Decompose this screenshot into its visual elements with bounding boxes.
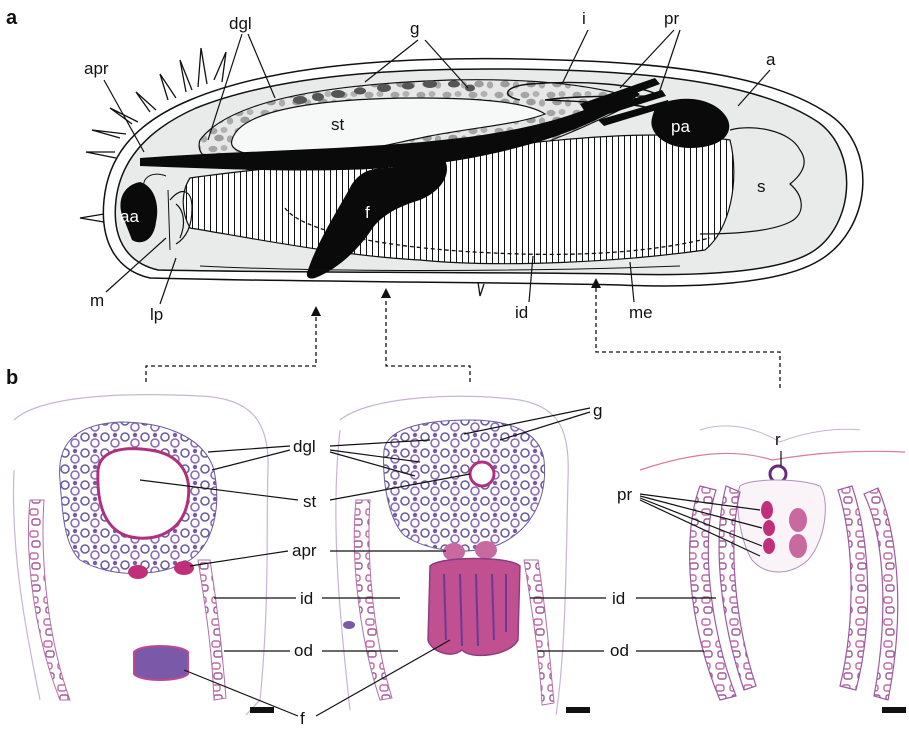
scale-bar-2 xyxy=(566,707,590,713)
section-markers xyxy=(146,278,780,388)
label-b-pr: pr xyxy=(617,485,632,504)
label-s: s xyxy=(757,177,766,196)
label-pa: pa xyxy=(671,117,690,136)
label-b-od-2: od xyxy=(610,641,629,660)
panel-b: b xyxy=(6,367,906,728)
scale-bar-1 xyxy=(250,707,274,713)
scale-bar-3 xyxy=(882,707,906,713)
label-b-id: id xyxy=(300,589,313,608)
label-b-st: st xyxy=(303,492,317,511)
label-g: g xyxy=(410,19,419,38)
label-b-g: g xyxy=(593,401,602,420)
panel-a: a xyxy=(6,7,863,388)
label-f: f xyxy=(365,203,370,222)
label-b-dgl: dgl xyxy=(293,437,316,456)
label-id: id xyxy=(515,303,528,322)
section-posterior xyxy=(640,426,906,713)
section-anterior xyxy=(13,395,274,715)
label-m: m xyxy=(90,291,104,310)
label-apr: apr xyxy=(84,59,109,78)
panel-label-b: b xyxy=(6,367,18,389)
section-middle xyxy=(336,396,590,715)
panel-label-a: a xyxy=(6,7,18,29)
label-b-r: r xyxy=(775,430,781,449)
label-pr: pr xyxy=(664,9,679,28)
label-me: me xyxy=(629,303,653,322)
label-i: i xyxy=(582,9,586,28)
label-dgl: dgl xyxy=(229,14,252,33)
label-b-f: f xyxy=(300,709,305,728)
label-st: st xyxy=(331,115,345,134)
label-a: a xyxy=(766,50,776,69)
label-aa: aa xyxy=(120,207,139,226)
label-lp: lp xyxy=(150,305,163,324)
label-b-apr: apr xyxy=(292,541,317,560)
label-b-od: od xyxy=(294,641,313,660)
label-b-id-2: id xyxy=(612,589,625,608)
